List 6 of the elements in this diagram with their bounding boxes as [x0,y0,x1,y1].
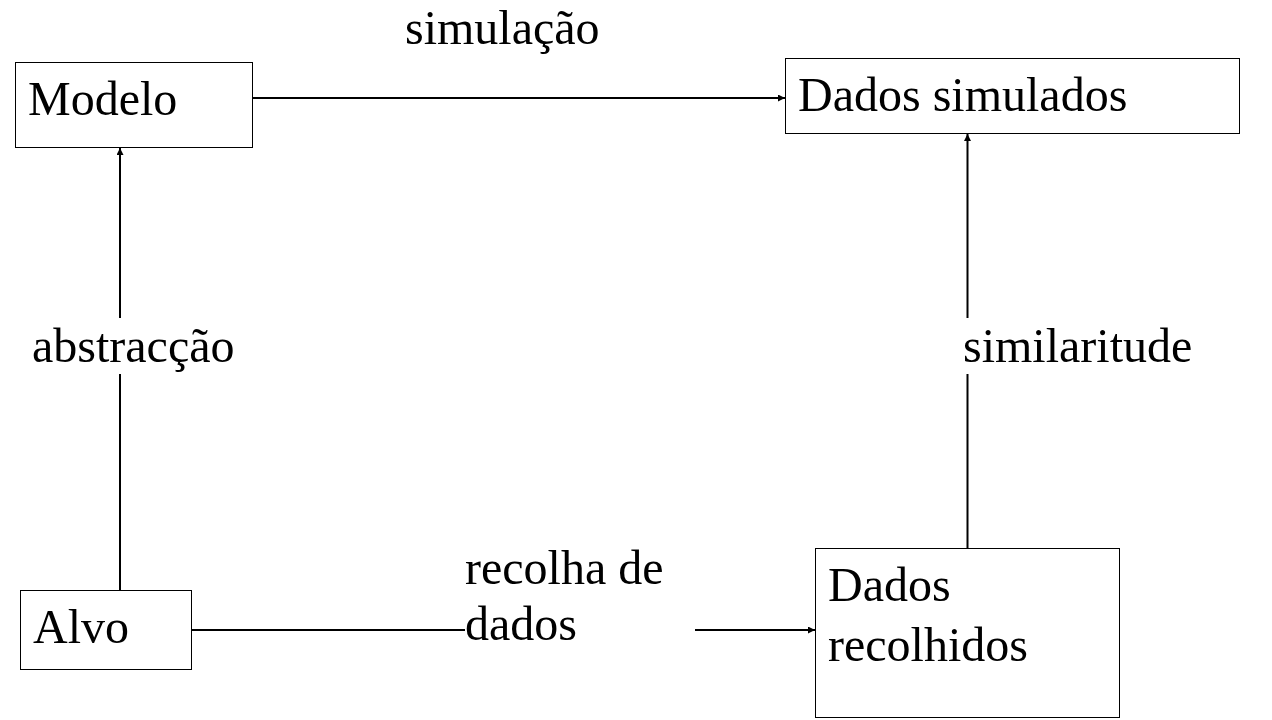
text-box: Dados recolhidos [815,548,1120,718]
arrow [116,147,124,591]
text-box: Dados simulados [785,58,1240,134]
arrow [252,94,786,102]
text-box: Alvo [20,590,192,670]
text-box: Modelo [15,62,253,148]
